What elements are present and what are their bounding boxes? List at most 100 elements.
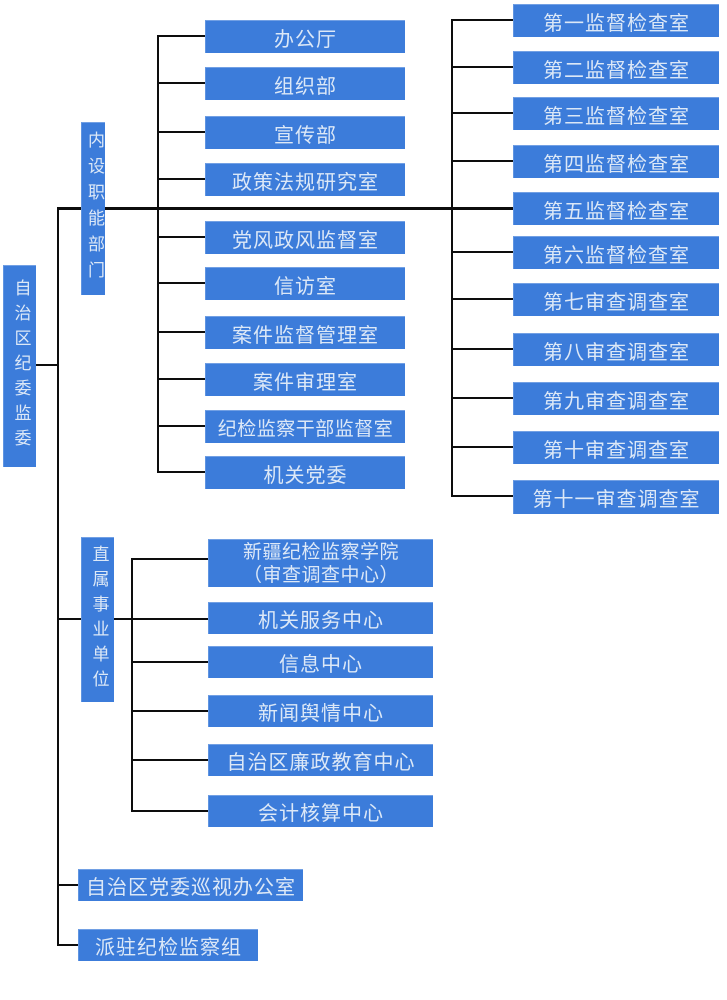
connector-dept-vertical [157, 35, 159, 473]
office-label: 第十审查调查室 [543, 437, 690, 462]
connector-branch3-stub [57, 884, 78, 886]
office-node: 第十审查调查室 [513, 431, 719, 464]
dept-label: 政策法规研究室 [232, 169, 379, 194]
office-label: 第二监督检查室 [543, 57, 690, 82]
dispatched-group-node: 派驻纪检监察组 [78, 929, 258, 961]
office-node: 第六监督检查室 [513, 236, 719, 269]
connector-office-stub [451, 66, 513, 68]
dept-node: 党风政风监督室 [205, 221, 405, 254]
branch-internal-label: 内设职能部门 [84, 131, 104, 287]
dept-node: 案件监督管理室 [205, 316, 405, 349]
branch-institutions-node: 直属事业单位 [81, 537, 114, 702]
dept-node: 案件审理室 [205, 363, 405, 396]
office-label: 第三监督检查室 [543, 103, 690, 128]
connector-trunk [57, 207, 59, 946]
connector-office-stub [451, 251, 513, 253]
office-label: 第七审查调查室 [543, 289, 690, 314]
unit-label: 信息中心 [279, 652, 363, 676]
connector-unit-stub [131, 759, 208, 761]
office-node: 第三监督检查室 [513, 97, 719, 130]
connector-unit-stub [131, 661, 208, 663]
dept-label: 党风政风监督室 [232, 227, 379, 252]
dept-node: 信访室 [205, 267, 405, 300]
unit-node: 信息中心 [208, 646, 433, 678]
connector-office-stub [451, 112, 513, 114]
office-label: 第五监督检查室 [543, 198, 690, 223]
connector-office-vertical [451, 19, 453, 495]
office-node: 第四监督检查室 [513, 145, 719, 178]
branch-internal-node: 内设职能部门 [81, 122, 105, 295]
office-label: 第八审查调查室 [543, 339, 690, 364]
connector-unit-vertical [131, 558, 133, 812]
connector-dept-stub [157, 178, 205, 180]
dept-label: 纪检监察干部监督室 [217, 417, 394, 440]
branch-institutions-label: 直属事业单位 [88, 545, 109, 695]
connector-branch2-right [113, 618, 208, 620]
inspection-office-label: 自治区党委巡视办公室 [86, 875, 296, 899]
office-node: 第九审查调查室 [513, 382, 719, 415]
connector-office-stub [451, 160, 513, 162]
dept-node: 政策法规研究室 [205, 163, 405, 196]
office-node: 第八审查调查室 [513, 333, 719, 366]
connector-dept-stub [157, 471, 205, 473]
dept-label: 案件审理室 [253, 369, 358, 394]
connector-branch4-stub [57, 944, 78, 946]
dept-label: 宣传部 [274, 122, 337, 147]
office-node: 第二监督检查室 [513, 51, 719, 84]
office-label: 第四监督检查室 [543, 151, 690, 176]
connector-dept-stub [157, 378, 205, 380]
connector-office-stub [451, 495, 513, 497]
connector-root-trunk [36, 364, 57, 366]
root-node: 自治区纪委监委 [3, 265, 36, 467]
connector-branch1-long [105, 207, 513, 210]
dept-node: 宣传部 [205, 116, 405, 149]
connector-dept-stub [157, 131, 205, 133]
connector-office-stub [451, 446, 513, 448]
connector-branch1-left [57, 207, 81, 210]
dept-node: 组织部 [205, 67, 405, 100]
connector-office-stub [451, 298, 513, 300]
unit-label: 新闻舆情中心 [258, 701, 384, 725]
connector-office-stub [451, 397, 513, 399]
office-label: 第六监督检查室 [543, 242, 690, 267]
office-label: 第一监督检查室 [543, 10, 690, 35]
unit-label: 自治区廉政教育中心 [226, 750, 416, 774]
unit-node: 会计核算中心 [208, 795, 433, 827]
connector-office-stub [451, 348, 513, 350]
dept-label: 组织部 [274, 73, 337, 98]
office-node: 第十一审查调查室 [513, 480, 719, 514]
connector-dept-stub [157, 82, 205, 84]
dispatched-group-label: 派驻纪检监察组 [95, 935, 242, 959]
unit-label-line1: 新疆纪检监察学院 [242, 540, 399, 563]
dept-node: 机关党委 [205, 456, 405, 489]
dept-node: 办公厅 [205, 20, 405, 53]
unit-node: 新闻舆情中心 [208, 695, 433, 727]
dept-node: 纪检监察干部监督室 [205, 410, 405, 443]
unit-label: 会计核算中心 [258, 801, 384, 825]
unit-label: 机关服务中心 [258, 608, 384, 632]
connector-dept-stub [157, 35, 205, 37]
unit-node: 机关服务中心 [208, 602, 433, 634]
connector-dept-stub [157, 282, 205, 284]
connector-dept-stub [157, 425, 205, 427]
connector-unit-stub [131, 710, 208, 712]
dept-label: 信访室 [274, 273, 337, 298]
dept-label: 案件监督管理室 [232, 322, 379, 347]
unit-label-line2: （审查调查中心） [242, 563, 399, 586]
office-node: 第五监督检查室 [513, 192, 719, 225]
office-label: 第十一审查调查室 [532, 487, 701, 511]
office-label: 第九审查调查室 [543, 388, 690, 413]
dept-label: 办公厅 [274, 26, 337, 51]
unit-node: 自治区廉政教育中心 [208, 744, 433, 776]
connector-unit-stub [131, 810, 208, 812]
dept-label: 机关党委 [263, 462, 348, 487]
connector-branch2-left [57, 618, 81, 620]
connector-dept-stub [157, 331, 205, 333]
root-label: 自治区纪委监委 [10, 279, 31, 454]
connector-office-stub [451, 19, 513, 21]
connector-dept-stub [157, 236, 205, 238]
office-node: 第七审查调查室 [513, 283, 719, 316]
inspection-office-node: 自治区党委巡视办公室 [78, 869, 303, 901]
unit-node: 新疆纪检监察学院 （审查调查中心） [208, 539, 433, 587]
